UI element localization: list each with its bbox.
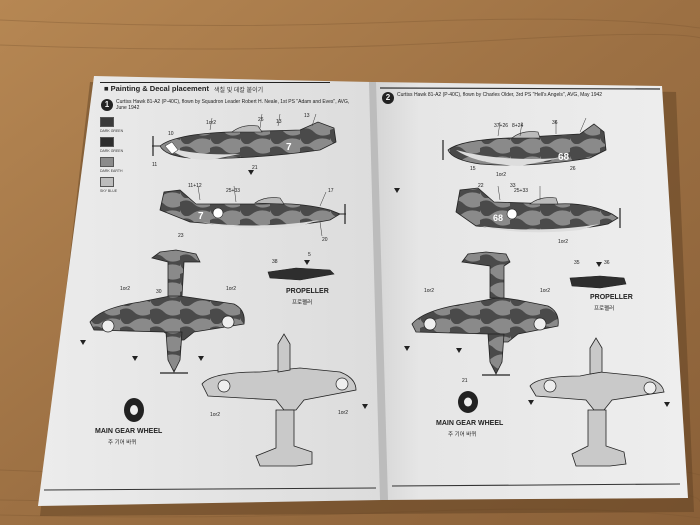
left-page-header-korean: 색칠 및 데칼 붙이기 — [214, 88, 264, 94]
right-propeller — [569, 275, 627, 289]
callout-number: 35 — [574, 260, 580, 266]
color-legend: DARK GREEN DARK GREEN DARK EARTH SKY BLU… — [100, 117, 134, 197]
legend-label-3: DARK EARTH — [100, 169, 123, 173]
left-page-header: ■ Painting & Decal placement — [104, 84, 209, 93]
callout-number: 11+12 — [188, 183, 202, 189]
left-propeller-korean: 프로펠러 — [292, 300, 313, 306]
callout-lines — [197, 113, 587, 237]
legend-swatch-2 — [100, 137, 114, 147]
right-scheme-caption: Curtiss Hawk 81-A2 (P-40C), flown by Cha… — [397, 92, 603, 98]
callout-number: 13 — [276, 119, 282, 125]
right-wheel-korean: 주 기어 바퀴 — [448, 432, 477, 438]
callout-triangles — [80, 170, 670, 409]
right-propeller-korean: 프로펠러 — [594, 306, 615, 312]
callout-number: 10 — [168, 131, 174, 137]
left-main-gear-wheel — [124, 398, 144, 422]
callout-number: 1or2 — [210, 412, 221, 418]
svg-text:7: 7 — [286, 142, 292, 153]
left-side-view-2: 7 — [159, 189, 346, 229]
callout-number: 21 — [462, 378, 468, 384]
legend-swatch-4 — [100, 177, 114, 187]
callout-number: 13 — [304, 113, 310, 119]
callout-number: 1or2 — [424, 288, 435, 294]
callout-number: 15 — [470, 166, 476, 172]
callout-number: 1or2 — [338, 410, 349, 416]
callout-number: 36 — [604, 260, 610, 266]
left-wheel-label: MAIN GEAR WHEEL — [95, 428, 163, 435]
callout-number: 33 — [510, 183, 516, 189]
callout-number: 1or2 — [558, 239, 569, 245]
left-bottom-rule — [43, 487, 377, 491]
callout-number: 17 — [328, 188, 334, 194]
callout-number: 25+33 — [514, 188, 529, 194]
legend-swatch-3 — [100, 157, 114, 167]
svg-text:68: 68 — [493, 213, 503, 223]
left-propeller — [267, 267, 335, 281]
callout-number: 8+24 — [512, 123, 524, 129]
right-main-gear-wheel — [458, 391, 478, 413]
right-propeller-label: PROPELLER — [590, 294, 633, 301]
right-scheme-badge: 2 — [382, 92, 394, 104]
callout-number: 30 — [156, 289, 162, 295]
legend-swatch-1 — [100, 117, 114, 127]
callout-number: 5 — [308, 252, 311, 258]
callout-number: 11 — [152, 162, 158, 168]
callout-number: 26 — [570, 166, 576, 172]
left-header-rule — [100, 82, 330, 95]
right-wheel-label: MAIN GEAR WHEEL — [436, 420, 504, 427]
callout-number: 22 — [478, 183, 484, 189]
callout-number: 1or2 — [540, 288, 551, 294]
svg-text:68: 68 — [558, 152, 570, 163]
left-propeller-label: PROPELLER — [286, 288, 329, 295]
callout-number: 23 — [178, 233, 184, 239]
legend-label-2: DARK GREEN — [100, 149, 124, 153]
right-bottom-view — [529, 337, 665, 467]
page-gutter — [369, 82, 388, 500]
left-top-view — [89, 249, 245, 374]
left-side-view-1: 7 — [152, 121, 337, 160]
callout-number: 38 — [272, 259, 278, 265]
right-top-view — [411, 251, 559, 376]
svg-text:7: 7 — [198, 211, 204, 222]
right-bottom-rule — [391, 483, 681, 487]
legend-label-1: DARK GREEN — [100, 129, 124, 133]
left-wheel-korean: 주 기어 바퀴 — [108, 440, 137, 446]
right-header-rule — [379, 87, 661, 90]
left-scheme-badge: 1 — [101, 99, 113, 111]
callout-number: 26 — [258, 117, 264, 123]
left-scheme-caption: Curtiss Hawk 81-A2 (P-40C), flown by Squ… — [116, 99, 350, 111]
right-side-view-2: 68 — [455, 187, 621, 233]
callout-number: 36 — [552, 120, 558, 126]
callout-number: 20 — [322, 237, 328, 243]
callout-number: 1or2 — [226, 286, 237, 292]
right-side-view-1: 68 — [442, 123, 607, 166]
legend-label-4: SKY BLUE — [100, 189, 118, 193]
callout-number: 25+33 — [226, 188, 241, 194]
left-bottom-view — [201, 333, 357, 467]
callout-number: 1or2 — [120, 286, 131, 292]
callout-number: 1or2 — [496, 172, 507, 178]
callout-number: 1or2 — [206, 120, 217, 126]
callout-number: 21 — [252, 165, 258, 171]
callout-number: 37+26 — [494, 123, 509, 129]
